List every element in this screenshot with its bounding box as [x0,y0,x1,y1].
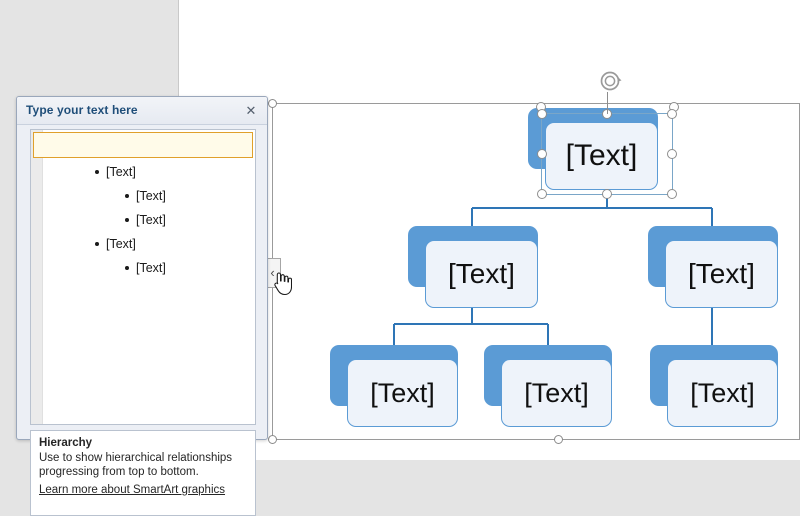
smartart-bottom-row-clip: [Text] [Text] [Text] [272,345,800,439]
canvas-handle-top-left[interactable] [268,99,277,108]
rotate-icon[interactable] [598,68,624,94]
text-pane-rows: [Text] [Text] [Text] [Text] [Text] [45,160,255,280]
text-pane-row-0[interactable] [33,132,253,158]
root-node-selection-frame[interactable] [537,109,677,199]
text-pane-row-3[interactable]: [Text] [45,208,255,232]
learn-more-link[interactable]: Learn more about SmartArt graphics [39,484,226,496]
smartart-node-root[interactable]: [Text] [528,108,658,190]
node-label: [Text] [565,139,638,172]
node-label: [Text] [688,258,755,289]
node-label: [Text] [448,258,515,289]
node-front-shape[interactable]: [Text] [545,122,658,190]
text-pane-row-5[interactable]: [Text] [45,256,255,280]
canvas-handle-bottom-center[interactable] [554,435,563,444]
text-pane-gutter [31,130,43,424]
smartart-node-level3-c[interactable]: [Text] [650,345,778,427]
resize-handle-middle-right[interactable] [667,149,677,159]
node-front-shape[interactable]: [Text] [665,240,778,308]
node-front-shape[interactable]: [Text] [501,359,612,427]
text-pane-row-text: [Text] [136,261,166,275]
chevron-left-icon: ‹ [270,264,275,280]
text-pane-row-text: [Text] [106,165,136,179]
bullet-icon [125,194,129,198]
resize-handle-middle-left[interactable] [537,149,547,159]
resize-handle-top-right[interactable] [667,109,677,119]
bullet-icon [125,218,129,222]
resize-handle-bottom-left[interactable] [537,189,547,199]
smartart-node-level3-a[interactable]: [Text] [330,345,458,427]
layout-description-body: Use to show hierarchical relationships p… [39,452,233,478]
node-label: [Text] [524,377,589,408]
node-front-shape[interactable]: [Text] [667,359,778,427]
smartart-node-level2-b[interactable]: [Text] [648,226,778,308]
node-label: [Text] [690,377,755,408]
text-pane-bullet-list[interactable]: [Text] [Text] [Text] [Text] [Text] [30,129,256,425]
resize-handle-bottom-center[interactable] [602,189,612,199]
text-pane-row-1[interactable]: [Text] [45,160,255,184]
bullet-icon [95,170,99,174]
text-pane-titlebar[interactable]: Type your text here ✕ [17,97,267,125]
text-pane-row-4[interactable]: [Text] [45,232,255,256]
resize-handle-top-left[interactable] [537,109,547,119]
canvas-handle-bottom-left[interactable] [268,435,277,444]
resize-handle-bottom-right[interactable] [667,189,677,199]
close-icon[interactable]: ✕ [245,102,257,118]
node-front-shape[interactable]: [Text] [347,359,458,427]
layout-description-title: Hierarchy [39,437,93,449]
text-pane-row-text: [Text] [136,189,166,203]
text-pane-title: Type your text here [26,103,138,117]
node-label: [Text] [370,377,435,408]
smartart-text-pane[interactable]: Type your text here ✕ [Text] [Text] [Tex… [16,96,268,516]
layout-description-box: Hierarchy Use to show hierarchical relat… [30,430,256,516]
smartart-node-level3-b[interactable]: [Text] [484,345,612,427]
text-pane-row-text: [Text] [106,237,136,251]
text-pane-row-2[interactable]: [Text] [45,184,255,208]
text-pane-row-text: [Text] [136,213,166,227]
bullet-icon [95,242,99,246]
hand-pointer-cursor [274,272,292,296]
node-front-shape[interactable]: [Text] [425,240,538,308]
smartart-node-level2-a[interactable]: [Text] [408,226,538,308]
rotation-handle-stem [607,92,608,114]
bullet-icon [125,266,129,270]
